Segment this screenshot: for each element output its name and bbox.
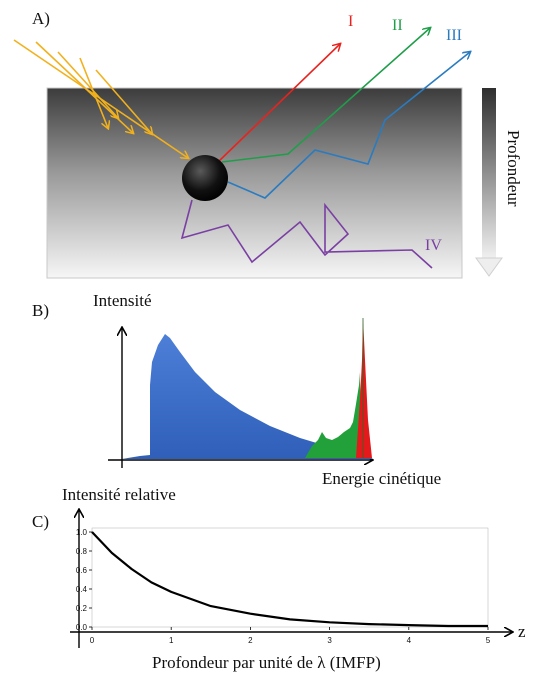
electron-path-iii	[227, 52, 470, 199]
chart-frame	[91, 527, 489, 628]
incident-beam	[95, 69, 152, 134]
chart-x-label: Profondeur par unité de λ (IMFP)	[152, 653, 381, 672]
x-tick-label: 0	[90, 636, 95, 645]
panel-a-label: A)	[32, 9, 50, 28]
y-tick-label: 0.8	[76, 547, 88, 556]
x-tick-label: 4	[407, 636, 412, 645]
path-label-iv: IV	[425, 237, 442, 254]
panel-b: B) Intensité Energie cinétique	[32, 291, 441, 488]
y-tick-label: 0.2	[76, 604, 88, 613]
x-tick-label: 3	[327, 636, 332, 645]
attenuation-curve	[91, 531, 488, 628]
depth-arrow	[475, 88, 503, 277]
panel-a: A) Profondeur I II III IV	[13, 9, 523, 279]
inelastic-peak	[305, 372, 362, 458]
panel-c: Intensité relative C) z 0.0 0.2 0.4 0.6 0.8 1…	[32, 485, 526, 672]
incident-beam	[79, 57, 108, 128]
x-tick-label: 2	[248, 636, 253, 645]
panel-c-label: C)	[32, 512, 49, 531]
incident-beams	[13, 39, 188, 158]
y-tick-label: 0.4	[76, 585, 88, 594]
elastic-peak	[356, 318, 372, 458]
secondary-electron-background	[122, 334, 372, 459]
path-label-ii: II	[392, 17, 403, 34]
panel-b-label: B)	[32, 301, 49, 320]
electron-path-ii	[221, 28, 430, 163]
incident-beam	[57, 51, 118, 118]
y-tick-label: 0.0	[76, 623, 88, 632]
chart-axis-end-label: z	[518, 622, 526, 641]
x-tick-label: 1	[169, 636, 174, 645]
path-label-iii: III	[446, 27, 462, 44]
y-tick-label: 1.0	[76, 528, 88, 537]
path-label-i: I	[348, 13, 353, 30]
electron-path-iv	[180, 199, 433, 269]
electron-path-i	[217, 44, 340, 163]
atom-sphere	[182, 155, 228, 201]
chart-plot-area: 0.0 0.2 0.4 0.6 0.8 1.0 0 1 2 3 4 5	[76, 527, 491, 645]
depth-label: Profondeur	[504, 130, 523, 207]
x-tick-label: 5	[486, 636, 491, 645]
y-tick-label: 0.6	[76, 566, 88, 575]
spectrum-x-label: Energie cinétique	[322, 469, 441, 488]
spectrum-y-label: Intensité	[93, 291, 152, 310]
chart-y-label: Intensité relative	[62, 485, 176, 504]
